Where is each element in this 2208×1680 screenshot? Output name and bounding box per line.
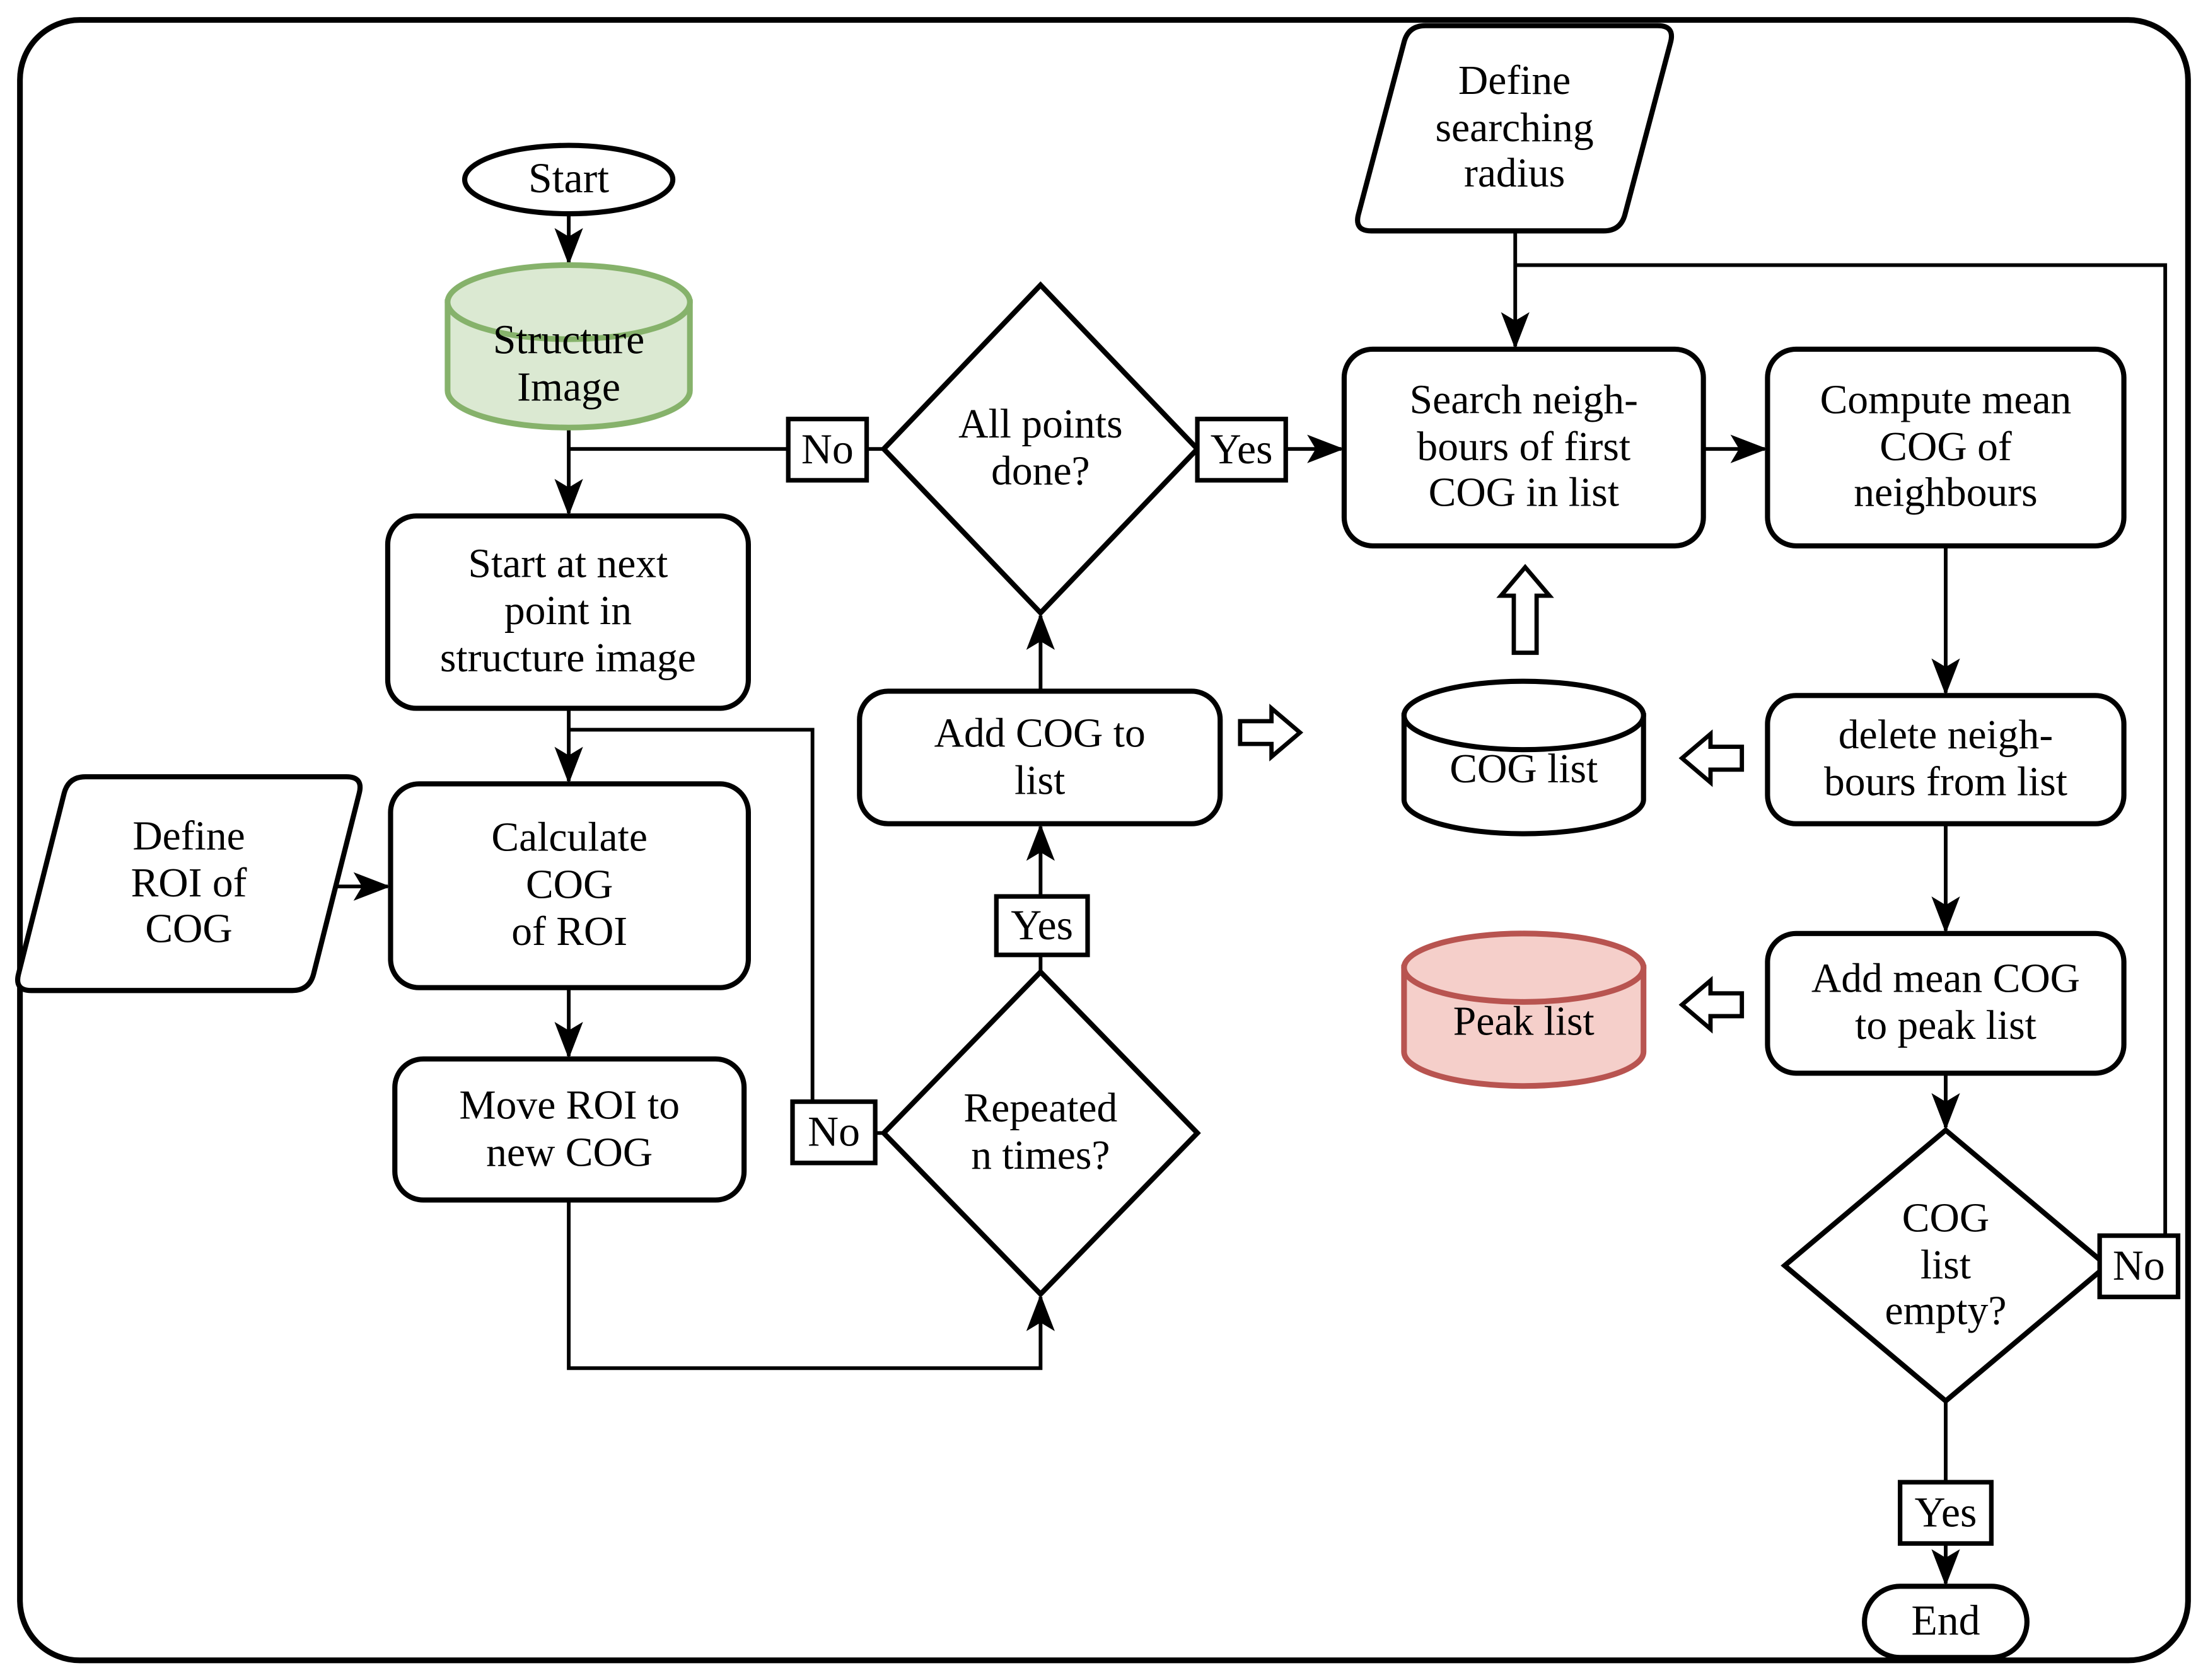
arrowhead-into-search-top xyxy=(1501,312,1530,349)
define-roi-label: Define ROI of COG xyxy=(131,813,247,953)
end-node-shape xyxy=(1862,1584,2030,1660)
arrowhead-into-cog-empty xyxy=(1931,1093,1960,1130)
arrowhead-into-repeated xyxy=(1026,1294,1055,1331)
arrowhead-into-search-left xyxy=(1307,434,1344,463)
define-roi-shape xyxy=(15,774,363,994)
compute-mean-cog-shape xyxy=(1765,346,2127,548)
search-neighbours-label: Search neigh- bours of first COG in list xyxy=(1409,377,1638,517)
repeated-no-box xyxy=(790,1099,878,1166)
figure-border xyxy=(17,17,2191,1664)
arrowhead-into-start-next-point xyxy=(554,478,583,516)
start-node-label: Start xyxy=(528,155,610,203)
cog-empty-yes-box xyxy=(1898,1480,1994,1546)
end-node-label: End xyxy=(1911,1597,1980,1645)
repeated-n-times-shape xyxy=(880,968,1201,1298)
arrowhead-into-all-points xyxy=(1026,613,1055,650)
define-searching-radius-label: Define searching radius xyxy=(1435,58,1594,197)
all-points-yes-label: Yes xyxy=(1210,425,1273,473)
move-roi-label: Move ROI to new COG xyxy=(459,1082,680,1176)
delete-neighbours-label: delete neigh- bours from list xyxy=(1823,712,2068,806)
edge-move-to-repeated xyxy=(567,1200,1043,1370)
all-points-no-box xyxy=(786,417,869,483)
repeated-n-times-label: Repeated n times? xyxy=(963,1086,1118,1179)
arrowhead-into-calculate-left xyxy=(353,872,391,901)
cog-empty-yes-label: Yes xyxy=(1914,1488,1977,1536)
structure-image-label: Structure Image xyxy=(492,318,645,411)
block-arrow-coglist-to-search-icon xyxy=(1496,564,1554,655)
all-points-yes-box xyxy=(1195,417,1288,483)
add-mean-cog-shape xyxy=(1765,930,2127,1076)
structure-image-cylinder-lid xyxy=(445,262,693,342)
repeated-yes-box xyxy=(994,894,1090,958)
block-arrow-addcog-to-coglist-icon xyxy=(1238,704,1304,762)
edge-repeated-no-rail xyxy=(569,727,815,1102)
cog-empty-no-label: No xyxy=(2112,1242,2165,1289)
compute-mean-cog-label: Compute mean COG of neighbours xyxy=(1820,377,2072,517)
calculate-cog-label: Calculate COG of ROI xyxy=(491,815,648,955)
cog-empty-no-box xyxy=(2097,1233,2181,1299)
start-next-point-shape xyxy=(385,513,751,711)
cog-list-label: COG list xyxy=(1450,746,1598,792)
cog-list-empty-label: COG list empty? xyxy=(1885,1195,2007,1335)
all-points-no-label: No xyxy=(801,425,854,473)
arrowhead-into-end xyxy=(1931,1549,1960,1587)
move-roi-shape xyxy=(392,1056,747,1203)
peak-list-label: Peak list xyxy=(1453,998,1595,1045)
arrowhead-into-structure-image xyxy=(554,228,583,265)
block-arrow-addmean-to-peaklist-icon xyxy=(1678,976,1745,1034)
arrowhead-into-addmean xyxy=(1931,896,1960,934)
define-searching-radius-shape xyxy=(1355,23,1674,234)
start-next-point-label: Start at next point in structure image xyxy=(439,542,696,681)
all-points-done-shape xyxy=(880,281,1201,617)
calculate-cog-shape xyxy=(388,781,751,990)
add-mean-cog-label: Add mean COG to peak list xyxy=(1811,956,2081,1049)
repeated-no-label: No xyxy=(808,1108,861,1156)
peak-list-cylinder-lid xyxy=(1401,930,1647,1005)
arrowhead-into-delete xyxy=(1931,658,1960,696)
arrowhead-into-add-cog xyxy=(1026,823,1055,861)
cog-list-cylinder-lid xyxy=(1401,678,1646,753)
add-cog-to-list-label: Add COG to list xyxy=(934,710,1146,803)
delete-neighbours-shape xyxy=(1765,693,2127,826)
arrowhead-into-calculate xyxy=(554,746,583,784)
edge-cog-empty-no-rail xyxy=(1515,263,2168,1236)
block-arrow-delete-to-coglist-icon xyxy=(1678,729,1745,787)
start-node-shape xyxy=(462,142,676,217)
repeated-yes-label: Yes xyxy=(1011,901,1073,949)
arrowhead-into-move-roi xyxy=(554,1021,583,1059)
cog-list-empty-shape xyxy=(1781,1127,2111,1405)
add-cog-to-list-shape xyxy=(857,688,1223,826)
all-points-done-label: All points done? xyxy=(958,402,1123,495)
search-neighbours-shape xyxy=(1341,346,1706,548)
arrowhead-into-compute xyxy=(1730,434,1768,463)
